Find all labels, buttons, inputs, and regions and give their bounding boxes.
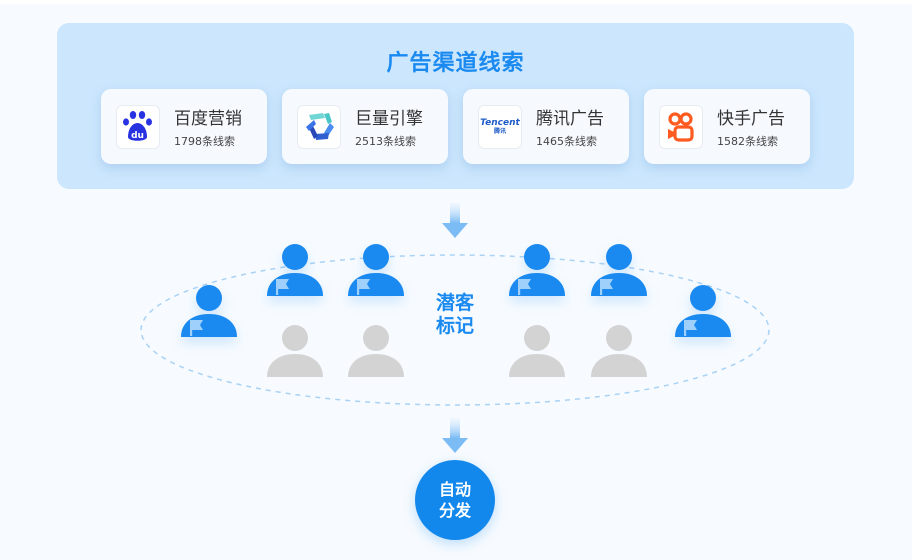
tencent-logo-subtext: 腾讯	[493, 128, 506, 135]
marked-lead-person-icon	[266, 242, 324, 300]
channel-card-baidu[interactable]: du 百度营销 1798条线索	[101, 89, 267, 164]
kuaishou-icon	[659, 105, 703, 149]
auto-distribute-label-line1: 自动	[438, 480, 471, 499]
channel-lead-count: 1465条线索	[536, 135, 597, 148]
channels-title: 广告渠道线索	[386, 51, 525, 76]
channel-name: 巨量引擎	[355, 109, 423, 129]
marked-lead-person-icon	[674, 283, 732, 341]
channel-name: 腾讯广告	[536, 109, 604, 129]
channel-name: 百度营销	[174, 109, 242, 129]
unmarked-lead-person-icon	[508, 323, 566, 381]
lead-marking-label-line1: 潜客	[435, 292, 474, 314]
marked-lead-person-icon	[590, 242, 648, 300]
unmarked-lead-person-icon	[347, 323, 405, 381]
channel-name: 快手广告	[717, 109, 785, 129]
auto-distribute-node[interactable]: 自动 分发	[415, 460, 495, 540]
down-arrow-icon	[442, 418, 468, 453]
lead-marking-label-line2: 标记	[435, 315, 474, 337]
tencent-icon: Tencent 腾讯	[478, 105, 522, 149]
down-arrow-icon	[442, 203, 468, 238]
ad-channels-panel: 广告渠道线索 du 百度营销 1798条线索	[57, 23, 854, 189]
svg-text:du: du	[131, 131, 144, 141]
unmarked-lead-person-icon	[590, 323, 648, 381]
channel-card-kuaishou[interactable]: 快手广告 1582条线索	[644, 89, 810, 164]
auto-distribute-label-line2: 分发	[438, 501, 471, 520]
channel-lead-count: 2513条线索	[355, 135, 416, 148]
baidu-paw-icon: du	[116, 105, 160, 149]
marked-lead-person-icon	[347, 242, 405, 300]
channel-lead-count: 1582条线索	[717, 135, 778, 148]
unmarked-lead-person-icon	[266, 323, 324, 381]
tencent-logo-text: Tencent	[480, 118, 520, 128]
marked-lead-person-icon	[180, 283, 238, 341]
oceanengine-icon	[297, 105, 341, 149]
channel-card-oceanengine[interactable]: 巨量引擎 2513条线索	[282, 89, 448, 164]
marked-lead-person-icon	[508, 242, 566, 300]
channel-lead-count: 1798条线索	[174, 135, 235, 148]
channel-card-tencent[interactable]: Tencent 腾讯 腾讯广告 1465条线索	[463, 89, 629, 164]
lead-marking-label: 潜客 标记	[425, 292, 485, 338]
